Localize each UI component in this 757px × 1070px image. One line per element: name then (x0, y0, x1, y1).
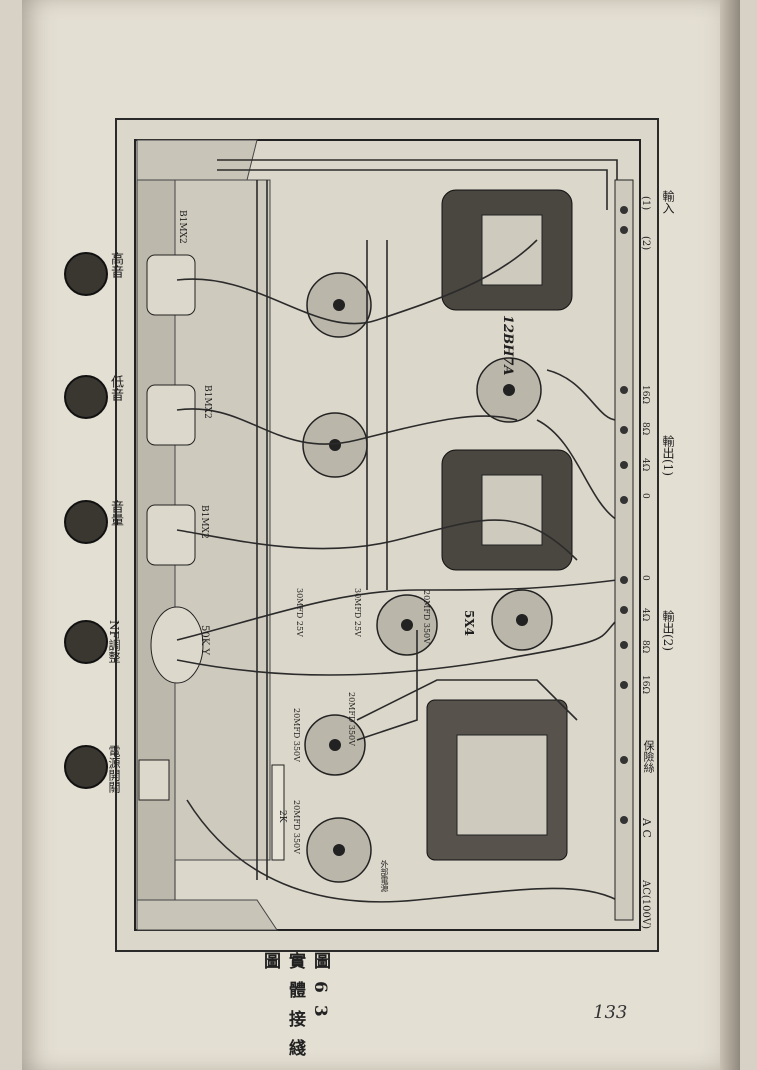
shield-label: 外部電源 (380, 860, 389, 892)
output2-tap: 0 (640, 575, 650, 581)
output2-tap: 8Ω (640, 640, 650, 654)
power-switch-knob: 電源開關 (64, 745, 121, 825)
output1-tap: 0 (640, 493, 650, 499)
bass-knob: 低音 (64, 375, 123, 435)
resistor-label: 2K (277, 810, 287, 823)
pot-label: 50K Y (199, 625, 210, 655)
volume-knob: 音量 (64, 500, 123, 560)
knob-label: 電源開關 (107, 745, 121, 793)
output1-tap: 4Ω (640, 458, 650, 472)
wiring-diagram: B1MX2 B1MX2 B1MX2 50K Y 12BH7A 5X4 30MFD… (115, 118, 659, 952)
cap-label: 30MFD 25V (295, 588, 304, 637)
treble-knob: 高音 (64, 252, 123, 312)
input-pin-1: (1) (640, 196, 651, 211)
figure-caption: 圖63 實體接綫圖 (260, 952, 330, 1068)
output2-tap: 4Ω (640, 608, 650, 622)
cap-label: 20MFD 350V (292, 708, 301, 762)
input-pin-2: (2) (640, 236, 651, 251)
input-label: 輸入 (661, 190, 675, 214)
tube-label: 5X4 (462, 610, 476, 637)
nf-adjust-knob: NF調整 (64, 620, 121, 680)
fuse-label: 保險絲 (642, 740, 655, 773)
cap-label: B1MX2 (199, 505, 209, 539)
ac-input-label: AC(100V) (640, 880, 651, 929)
cap-label: B1MX2 (202, 385, 212, 419)
knob-label: 低音 (108, 375, 123, 401)
tube-label: 12BH7A (500, 315, 515, 376)
wiring-drawing (134, 139, 641, 931)
output1-label: 輸出(1) (661, 435, 675, 476)
output1-tap: 16Ω (640, 385, 650, 404)
knob-label: NF調整 (107, 620, 121, 663)
ac-label: A C (640, 818, 653, 838)
book-spine (720, 0, 740, 1070)
cap-label: 30MFD 25V (353, 588, 362, 637)
output1-tap: 8Ω (640, 422, 650, 436)
cap-label: 20MFD 350V (292, 800, 301, 854)
cap-label: 20MFD 350V (422, 590, 431, 644)
knob-label: 高音 (108, 252, 123, 278)
output2-tap: 16Ω (640, 675, 650, 694)
knob-label: 音量 (108, 500, 123, 526)
cap-label: B1MX2 (177, 210, 187, 244)
output2-label: 輸出(2) (661, 610, 675, 651)
cap-label: 20MFD 350V (347, 692, 356, 746)
page-number: 133 (593, 1002, 628, 1023)
